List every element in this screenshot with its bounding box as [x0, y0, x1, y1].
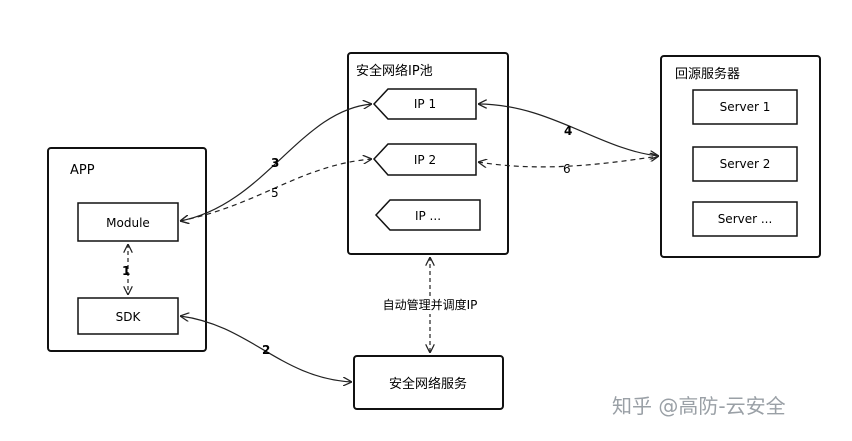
edge-5-label: 5 — [271, 186, 279, 200]
security-service-node: 安全网络服务 — [353, 355, 504, 410]
edge-3-label: 3 — [271, 156, 279, 170]
ip-more-label: IP ... — [415, 209, 441, 223]
edge-4-label: 4 — [564, 124, 572, 138]
server2-node: Server 2 — [692, 146, 798, 182]
edge-1-label: 1 — [122, 264, 130, 278]
sdk-label: SDK — [116, 310, 142, 324]
manage-edge-label: 自动管理并调度IP — [383, 297, 478, 312]
ip2-node: IP 2 — [372, 143, 477, 176]
edge-2-label: 2 — [262, 343, 270, 357]
origin-title: 回源服务器 — [675, 66, 740, 82]
ip-more-node: IP ... — [374, 199, 481, 231]
server1-node: Server 1 — [692, 89, 798, 125]
app-title: APP — [70, 163, 95, 178]
watermark: 知乎 @高防-云安全 — [612, 394, 786, 418]
edge-6-line — [478, 156, 659, 167]
server-more-label: Server ... — [718, 212, 773, 226]
sdk-node: SDK — [77, 297, 179, 335]
edge-4-line — [478, 104, 659, 156]
ip1-node: IP 1 — [372, 88, 477, 120]
ip-pool-title: 安全网络IP池 — [356, 63, 433, 79]
server2-label: Server 2 — [720, 157, 771, 171]
module-node: Module — [77, 202, 179, 242]
manage-edge-label-bg — [374, 296, 486, 314]
module-label: Module — [106, 216, 150, 230]
server-more-node: Server ... — [692, 201, 798, 237]
ip1-label: IP 1 — [414, 97, 436, 111]
edge-6-label: 6 — [563, 162, 571, 176]
security-service-label: 安全网络服务 — [389, 376, 467, 392]
ip2-label: IP 2 — [414, 153, 436, 167]
server1-label: Server 1 — [720, 100, 771, 114]
edge-5-line — [180, 159, 372, 221]
edge-2-line — [180, 316, 352, 382]
